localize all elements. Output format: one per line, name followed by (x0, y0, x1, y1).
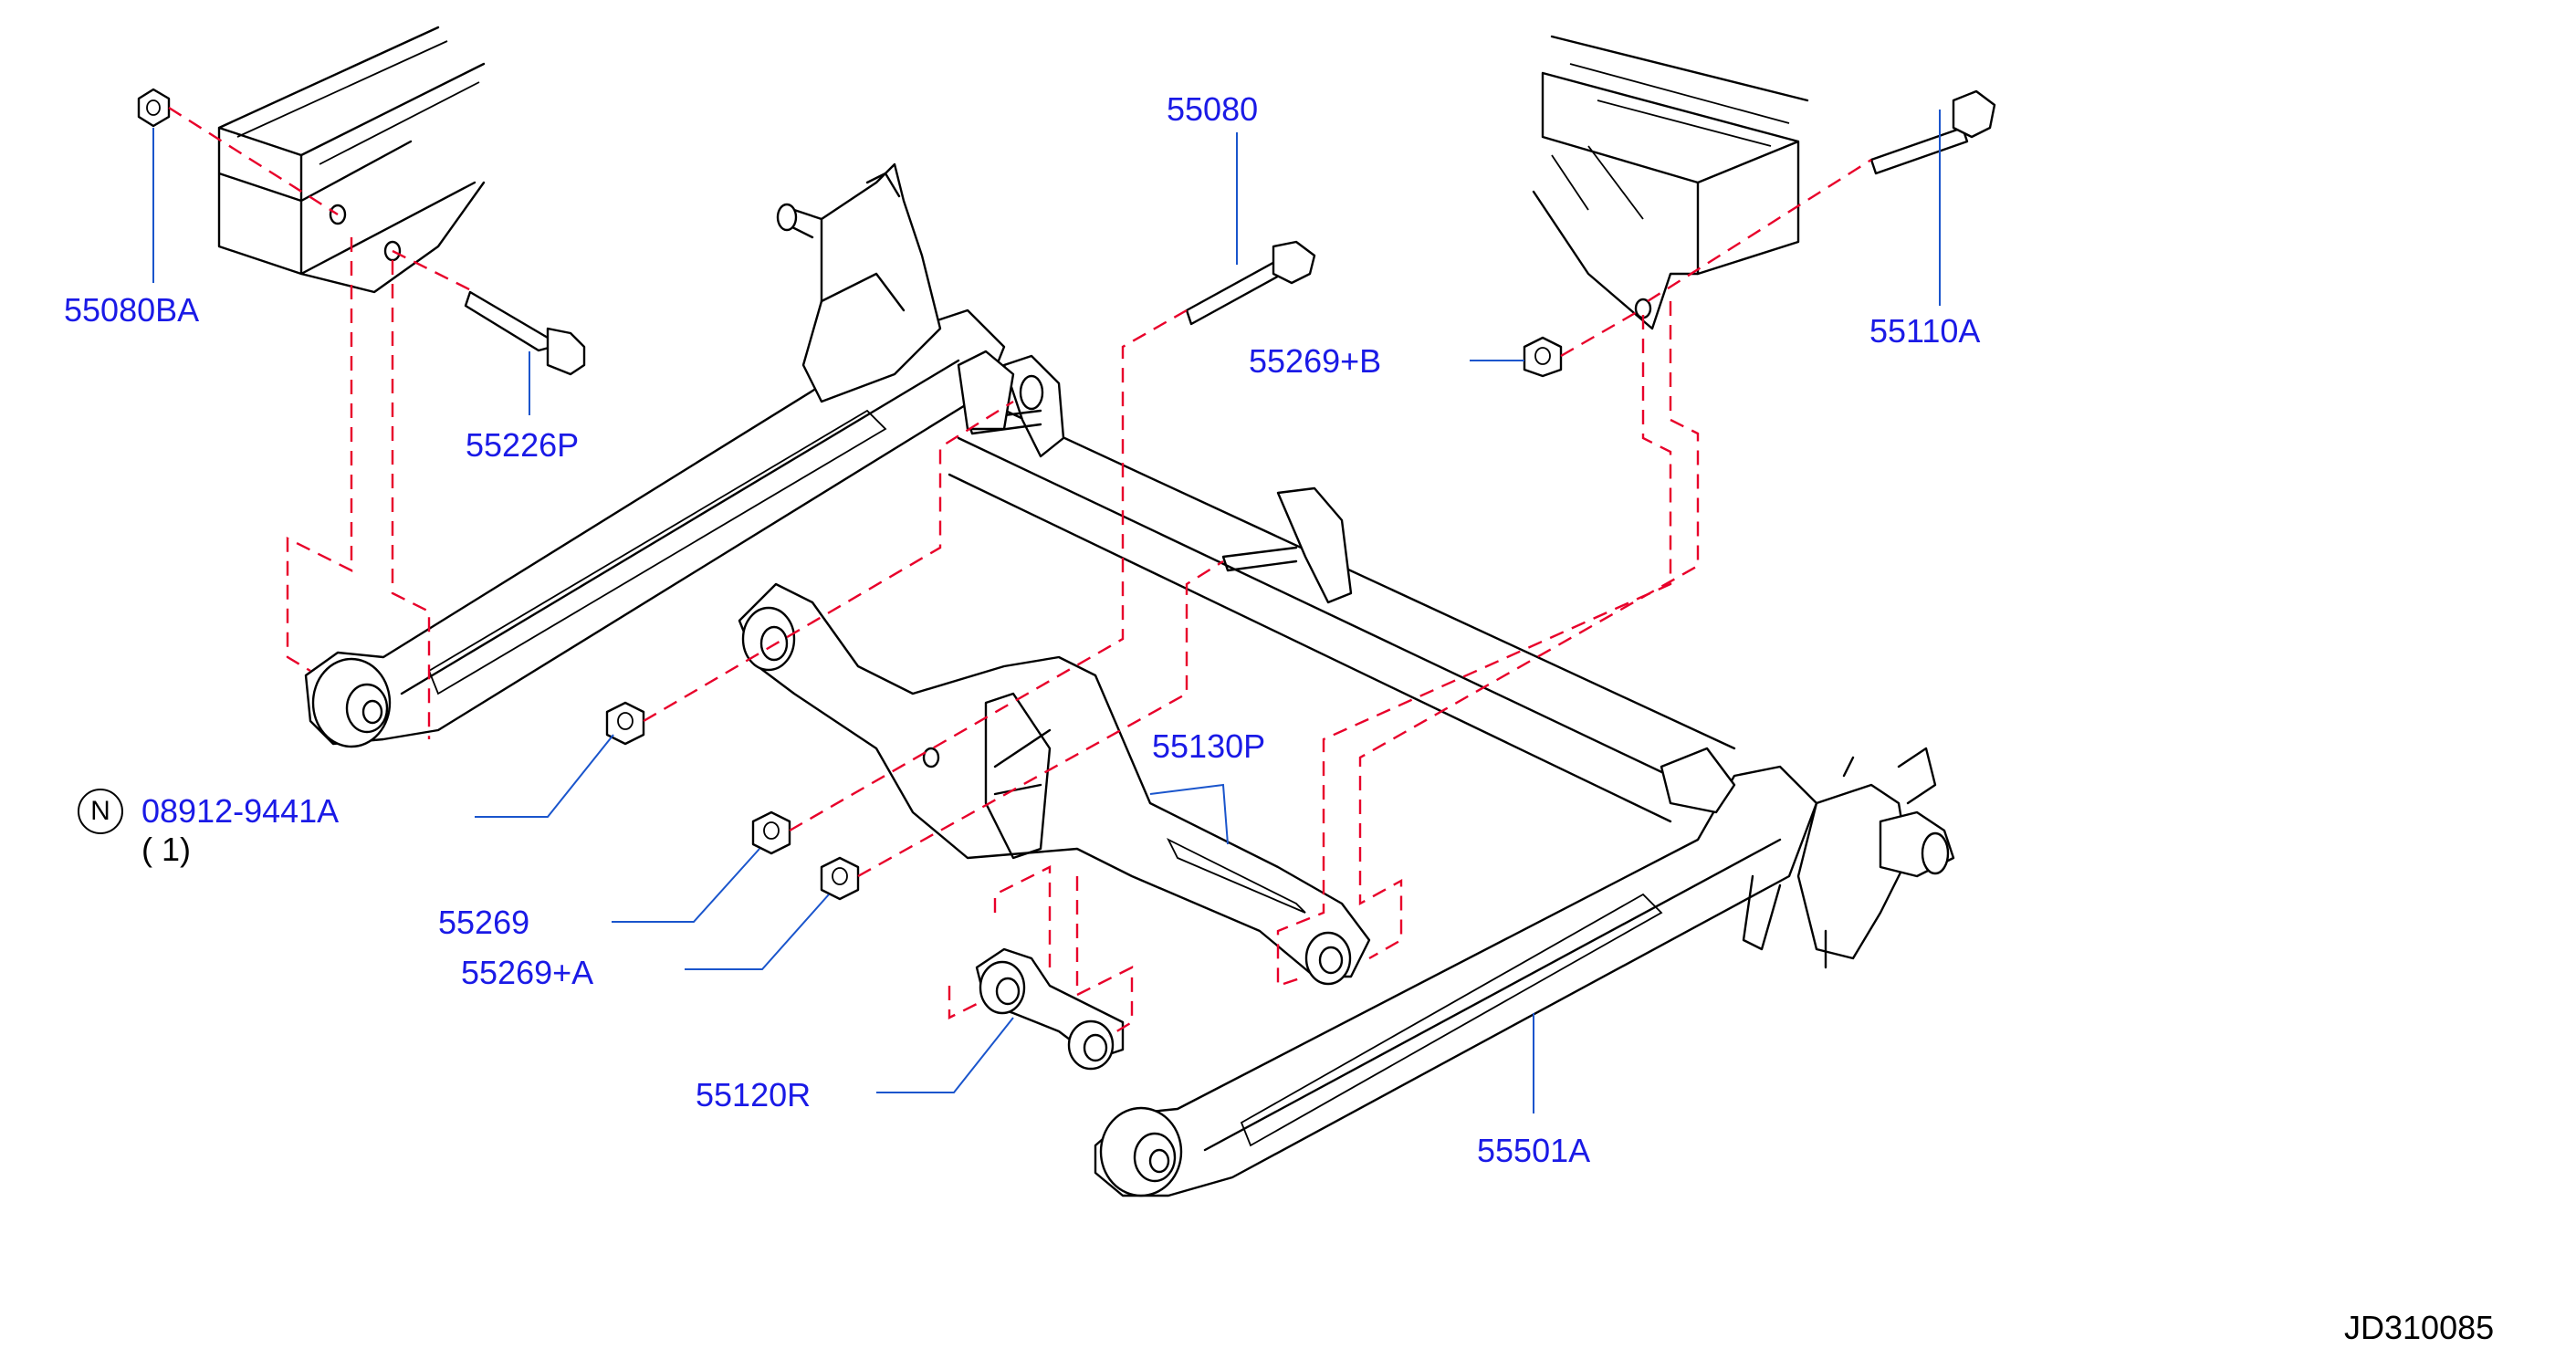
part-label-55269-a[interactable]: 55269+A (461, 954, 594, 991)
lower-link (738, 582, 1371, 986)
frame-rail-right (1532, 35, 1809, 330)
fasteners (137, 88, 1996, 901)
part-label-55120R[interactable]: 55120R (696, 1076, 812, 1113)
trailing-arm-left (304, 308, 1006, 748)
assembly-lines (168, 106, 1872, 1038)
part-label-55501A[interactable]: 55501A (1477, 1132, 1591, 1169)
n-badge-icon: N (78, 789, 123, 834)
drawing-code: JD310085 (2344, 1309, 2495, 1346)
part-label-55269-b[interactable]: 55269+B (1249, 342, 1382, 380)
knuckle-right (1742, 747, 1955, 969)
leader-lines (152, 110, 1941, 1113)
short-link (975, 947, 1125, 1071)
knuckle-left (776, 162, 1044, 431)
part-label-08912-9441A[interactable]: 08912-9441A (141, 792, 340, 830)
part-label-55080[interactable]: 55080 (1167, 90, 1259, 128)
part-label-55226P[interactable]: 55226P (466, 426, 580, 464)
quantity-label: ( 1) (141, 831, 191, 868)
frame-rail-left (217, 26, 486, 294)
part-label-55110A[interactable]: 55110A (1869, 312, 1981, 350)
part-label-55080BA[interactable]: 55080BA (64, 291, 200, 329)
part-label-55269[interactable]: 55269 (438, 904, 530, 941)
part-label-55130P[interactable]: 55130P (1152, 727, 1266, 765)
trailing-arm-right (1094, 747, 1818, 1197)
cross-beam (948, 354, 1736, 823)
